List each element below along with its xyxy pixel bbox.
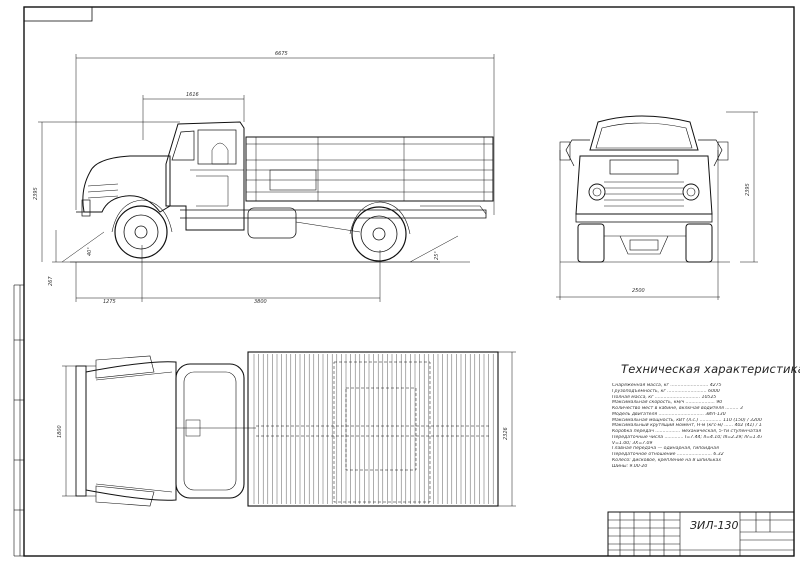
dim-height: 2395	[33, 187, 39, 200]
spec-item: Максимальный крутящий момент, Н·м (кгс·м…	[612, 423, 762, 429]
spec-title: Техническая характеристика	[621, 362, 800, 376]
dim-wheelbase: 3800	[254, 299, 267, 305]
spec-item: Коробка передач ................. механи…	[612, 429, 762, 434]
spec-item: Шины: 9.00-20	[612, 463, 648, 469]
dim-approach-angle: 40°	[87, 247, 93, 256]
spec-item: Максимальная скорость, км/ч ............…	[612, 400, 723, 406]
dim-departure-angle: 25°	[434, 251, 440, 260]
spec-item: Полная масса, кг .......................…	[612, 394, 717, 400]
sheet-corner-box	[23, 6, 93, 22]
spec-item: V=1.00; ЗХ=7.09	[612, 440, 653, 446]
binding-strip	[13, 284, 24, 557]
sheet-border	[23, 6, 795, 557]
dim-overall-length: 6675	[275, 51, 288, 57]
top-view	[62, 351, 516, 507]
front-view	[556, 111, 758, 300]
dim-body-width: 2326	[503, 427, 509, 440]
spec-item: Максимальная мощность, кВт (л.с.) ......…	[612, 417, 762, 423]
spec-item: Модель двигателя .......................…	[612, 411, 726, 417]
dim-overall-width: 2500	[632, 288, 645, 294]
title-block	[607, 511, 795, 557]
spec-item: Количество мест в кабине, включая водите…	[612, 406, 743, 411]
front-wheel	[114, 205, 168, 259]
dim-front-overhang: 1275	[103, 299, 116, 305]
dim-plan-width: 1800	[57, 425, 63, 438]
spec-item: Главная передача — одинарная, гипоидная	[612, 446, 719, 452]
dim-cab-front: 1616	[186, 92, 199, 98]
spec-item: Передаточные числа ............. I=7.44;…	[612, 434, 762, 440]
rear-wheel	[351, 206, 407, 262]
dim-clearance: 267	[48, 276, 54, 286]
spec-item: Колесо: дисковое, крепление на 8 шпилька…	[612, 457, 722, 463]
spec-item: Грузоподъемность, кг ...................…	[612, 388, 720, 394]
model-label: ЗИЛ-130	[690, 519, 739, 532]
side-dimensions	[38, 54, 495, 302]
dim-front-height: 2395	[745, 183, 751, 196]
spec-list: Снаряженная масса, кг ..................…	[612, 383, 762, 469]
spec-item: Передаточное отношение .................…	[612, 452, 724, 457]
spec-item: Снаряженная масса, кг ..................…	[612, 383, 722, 388]
deck-slats	[253, 354, 498, 504]
side-view	[38, 54, 495, 302]
